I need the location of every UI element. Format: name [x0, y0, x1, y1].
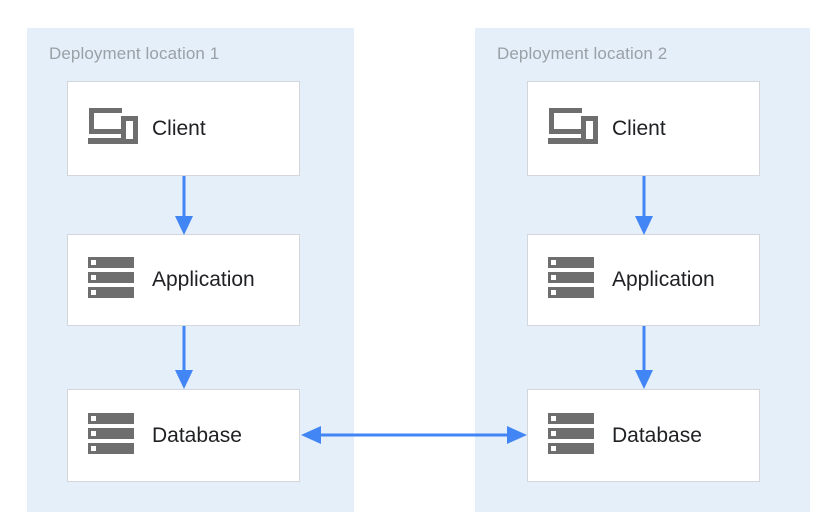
arrow-database-1-to-database-2 — [300, 424, 528, 446]
node-application-2[interactable]: Application — [527, 234, 760, 326]
node-client-2[interactable]: Client — [527, 81, 760, 176]
devices-icon — [88, 104, 138, 154]
node-database-1-label: Database — [152, 423, 242, 447]
server-icon — [548, 411, 598, 461]
arrow-application-2-to-database-2 — [633, 326, 655, 390]
server-icon — [88, 255, 138, 305]
devices-icon — [548, 104, 598, 154]
node-database-1[interactable]: Database — [67, 389, 300, 482]
node-client-2-label: Client — [612, 116, 666, 140]
node-client-1-label: Client — [152, 116, 206, 140]
arrow-application-1-to-database-1 — [173, 326, 195, 390]
node-application-1[interactable]: Application — [67, 234, 300, 326]
arrow-client-2-to-application-2 — [633, 176, 655, 236]
node-application-1-label: Application — [152, 268, 255, 291]
node-client-1[interactable]: Client — [67, 81, 300, 176]
arrow-client-1-to-application-1 — [173, 176, 195, 236]
server-icon — [88, 411, 138, 461]
zone-2-title: Deployment location 2 — [497, 44, 668, 63]
server-icon — [548, 255, 598, 305]
node-application-2-label: Application — [612, 268, 715, 291]
zone-1-title: Deployment location 1 — [49, 44, 220, 63]
node-database-2[interactable]: Database — [527, 389, 760, 482]
node-database-2-label: Database — [612, 423, 702, 447]
